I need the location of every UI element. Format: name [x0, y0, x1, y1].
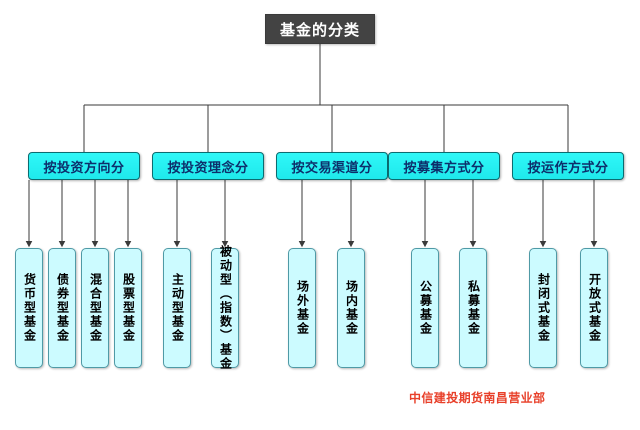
- leaf-node-public-offering-fund[interactable]: 公募基金: [411, 248, 439, 368]
- root-node-fund-classification[interactable]: 基金的分类: [265, 14, 375, 44]
- root-node-label: 基金的分类: [279, 20, 360, 39]
- category-node-by-investment-philosophy[interactable]: 按投资理念分: [152, 152, 264, 180]
- leaf-node-label: 封闭式基金: [536, 273, 551, 343]
- category-node-by-fundraising-method[interactable]: 按募集方式分: [388, 152, 500, 180]
- leaf-node-label: 被动型（指数）基金: [218, 245, 233, 371]
- leaf-node-label: 场外基金: [295, 280, 310, 336]
- leaf-node-label: 开放式基金: [587, 273, 602, 343]
- leaf-node-label: 混合型基金: [88, 273, 103, 343]
- leaf-node-otc-fund[interactable]: 场外基金: [288, 248, 316, 368]
- leaf-node-passive-index-fund[interactable]: 被动型（指数）基金: [211, 245, 239, 371]
- footer-credit: 中信建投期货南昌营业部: [409, 391, 546, 405]
- leaf-node-money-market-fund[interactable]: 货币型基金: [15, 248, 43, 368]
- leaf-node-label: 主动型基金: [170, 273, 185, 343]
- leaf-node-label: 公募基金: [418, 280, 433, 336]
- leaf-node-label: 债券型基金: [55, 273, 70, 343]
- leaf-node-closed-end-fund[interactable]: 封闭式基金: [529, 248, 557, 368]
- leaf-node-label: 货币型基金: [22, 273, 37, 343]
- category-node-label: 按运作方式分: [527, 160, 609, 176]
- category-node-by-operation-method[interactable]: 按运作方式分: [512, 152, 624, 180]
- category-node-label: 按投资方向分: [43, 160, 125, 176]
- leaf-node-exchange-traded-fund[interactable]: 场内基金: [337, 248, 365, 368]
- category-node-label: 按交易渠道分: [291, 160, 373, 176]
- leaf-node-open-end-fund[interactable]: 开放式基金: [580, 248, 608, 368]
- leaf-node-label: 股票型基金: [121, 273, 136, 343]
- leaf-node-label: 场内基金: [344, 280, 359, 336]
- category-node-label: 按投资理念分: [167, 160, 249, 176]
- leaf-node-label: 私募基金: [466, 280, 481, 336]
- category-node-by-investment-direction[interactable]: 按投资方向分: [28, 152, 140, 180]
- leaf-node-active-fund[interactable]: 主动型基金: [163, 248, 191, 368]
- category-node-label: 按募集方式分: [403, 160, 485, 176]
- leaf-node-bond-fund[interactable]: 债券型基金: [48, 248, 76, 368]
- leaf-node-private-fund[interactable]: 私募基金: [459, 248, 487, 368]
- category-node-by-trading-channel[interactable]: 按交易渠道分: [276, 152, 388, 180]
- leaf-node-hybrid-fund[interactable]: 混合型基金: [81, 248, 109, 368]
- leaf-node-equity-fund[interactable]: 股票型基金: [114, 248, 142, 368]
